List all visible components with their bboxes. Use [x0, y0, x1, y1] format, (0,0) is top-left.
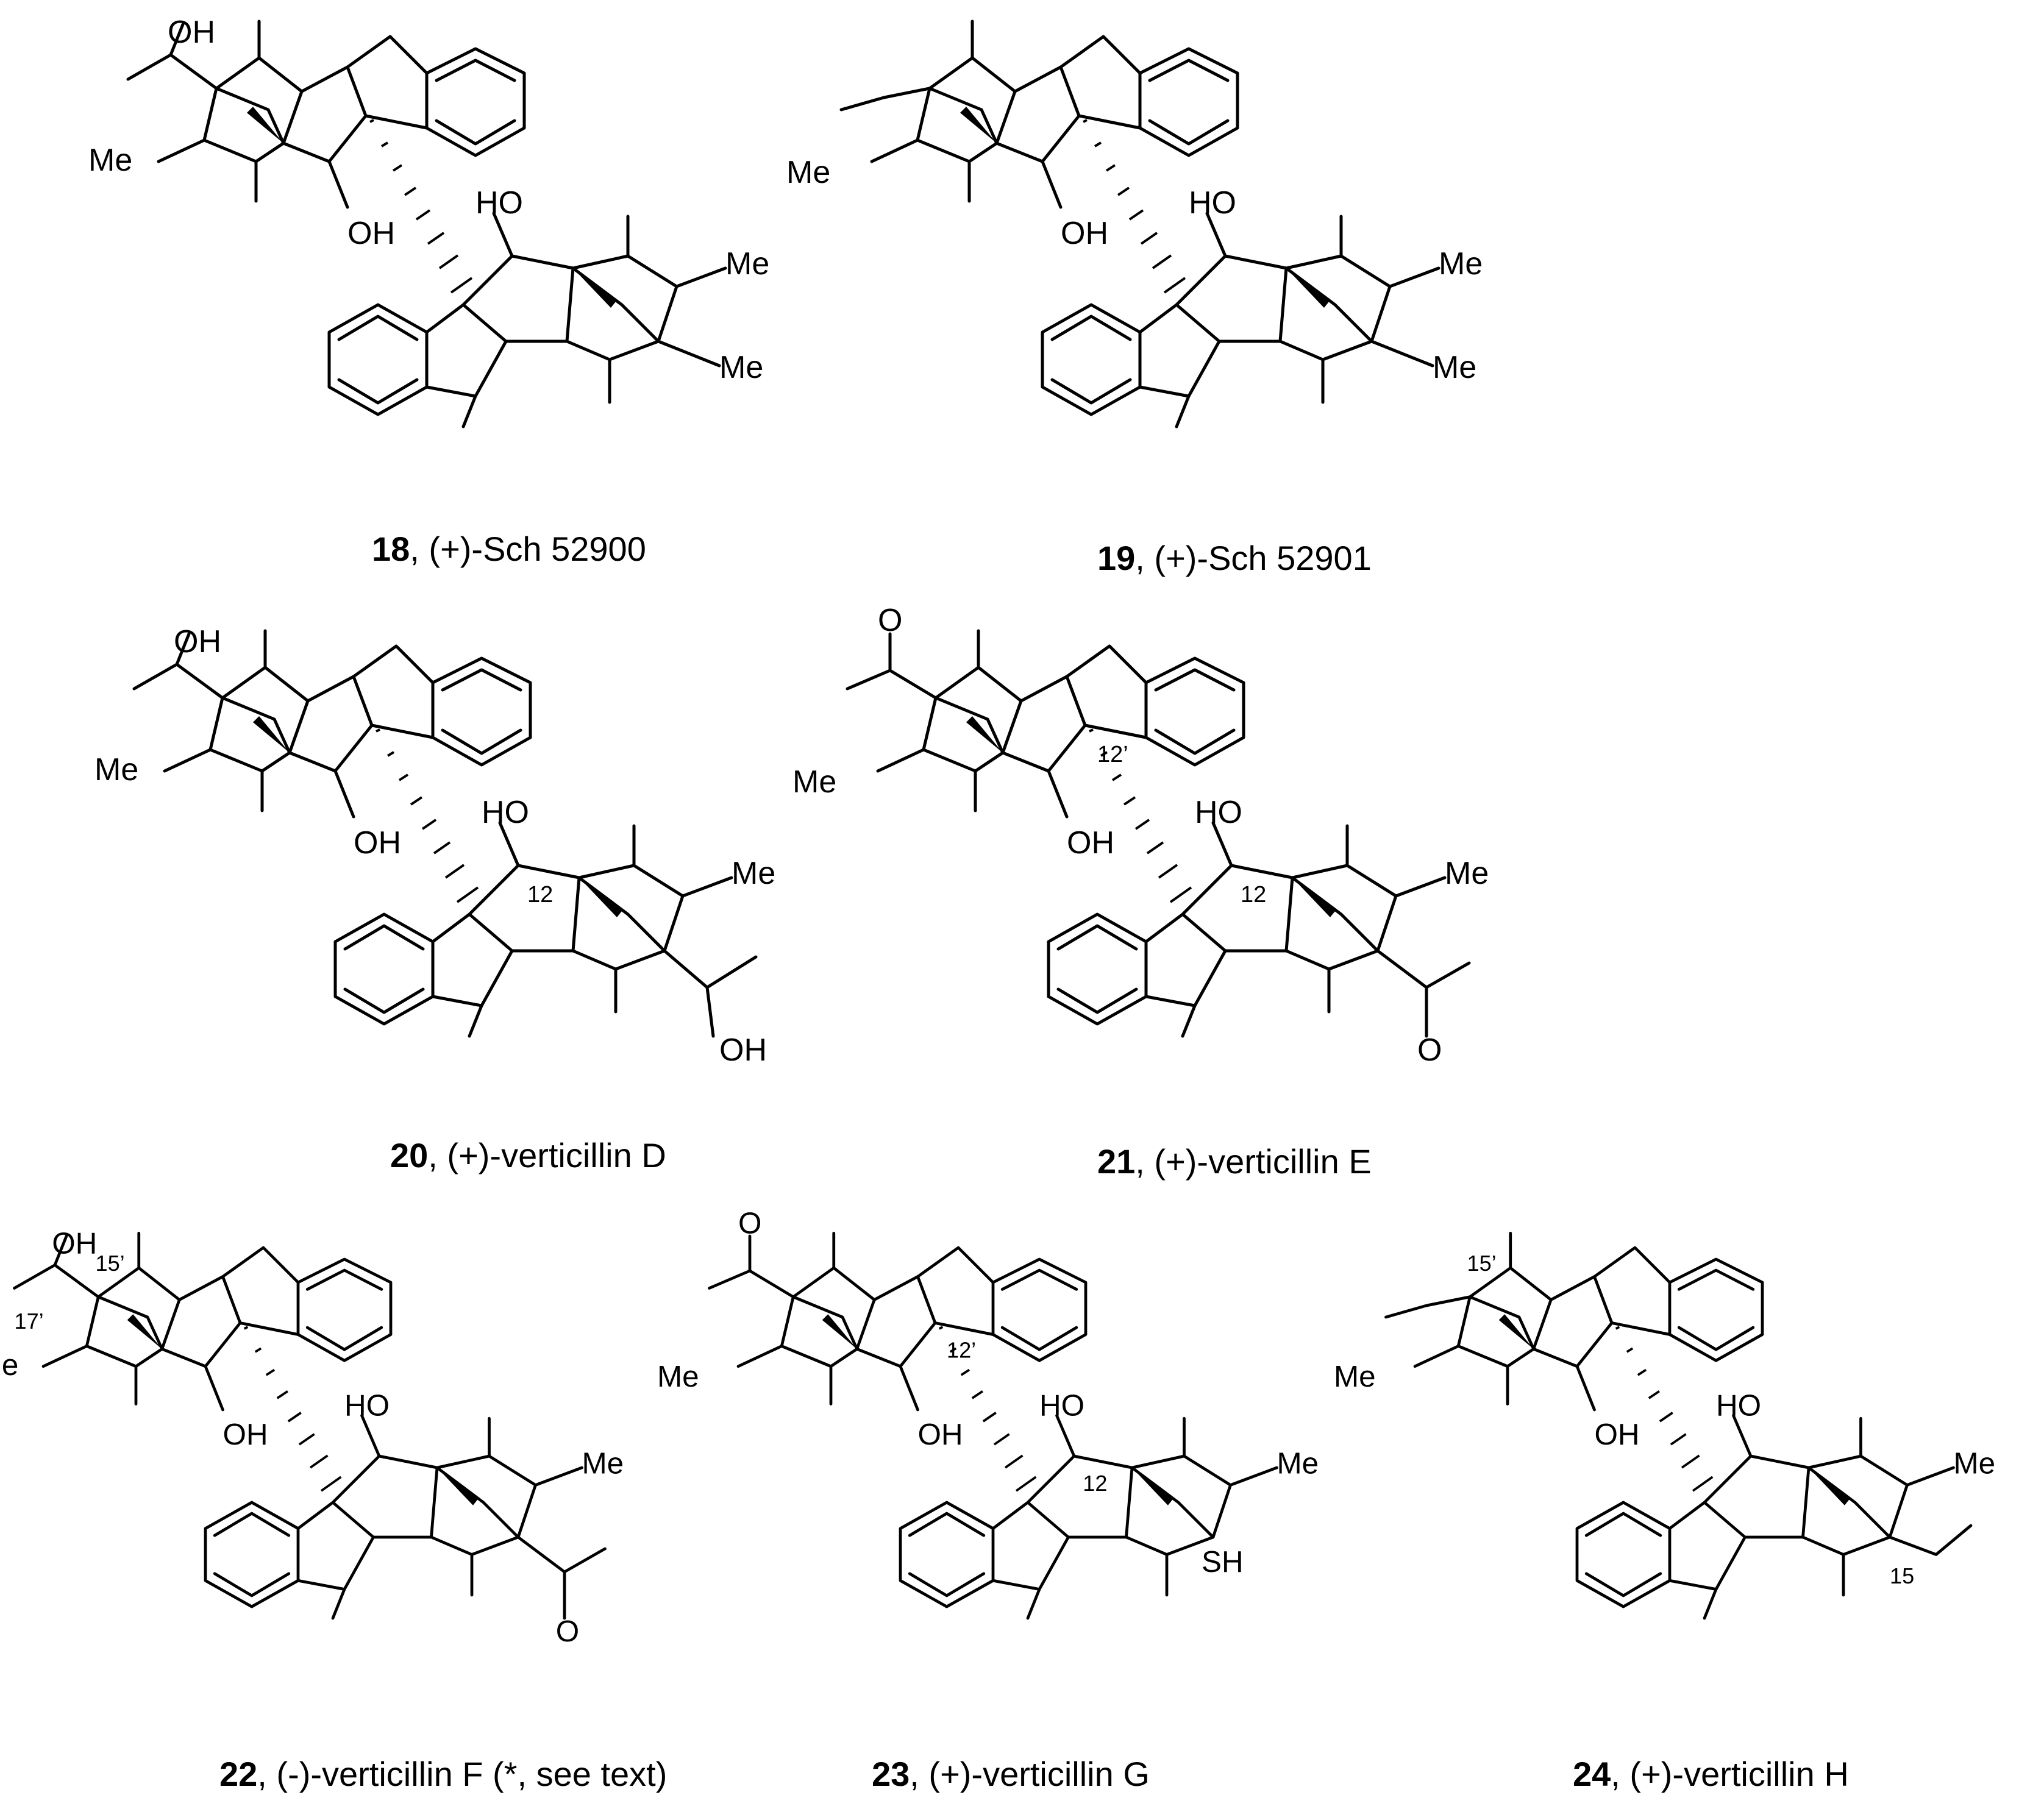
structure-18: OH Me Me Me HO OH — [88, 15, 769, 427]
caption-22: 22, (-)-verticillin F (*, see text) — [219, 1755, 667, 1793]
atom-o-acetyl: O — [556, 1615, 579, 1648]
atom-ho: HO — [482, 795, 529, 830]
atom-oh: OH — [918, 1418, 963, 1451]
atom-oh: OH — [168, 15, 215, 50]
atom-me-3: Me — [1433, 350, 1476, 385]
locant-12p: 12’ — [1097, 742, 1128, 767]
locant-15p: 15’ — [1467, 1251, 1497, 1276]
atom-oh: OH — [1067, 825, 1114, 861]
atom-me-2: Me — [582, 1447, 624, 1480]
atom-ho: HO — [1195, 795, 1242, 830]
atom-me: Me — [792, 764, 836, 800]
atom-me-2: Me — [725, 246, 769, 282]
atom-me: Me — [1334, 1360, 1376, 1393]
atom-o-acetyl: O — [738, 1206, 761, 1240]
atom-oh: OH — [1061, 216, 1108, 251]
atom-me: Me — [657, 1360, 699, 1393]
structure-19: Me Me Me HO OH — [786, 21, 1483, 427]
atom-ho: HO — [475, 185, 523, 221]
caption-18: 18, (+)-Sch 52900 — [372, 530, 646, 568]
atom-me: Me — [786, 155, 830, 190]
atom-ho: HO — [1039, 1389, 1084, 1423]
atom-oh-2: OH — [223, 1418, 268, 1451]
atom-me: Me — [0, 1348, 18, 1382]
atom-me-2: Me — [1445, 856, 1489, 891]
atom-me-3: Me — [719, 350, 763, 385]
structure-21: O Me Me O HO OH 12’ 12 — [792, 603, 1489, 1068]
structure-22: OH Me Me O HO OH 15’ 17’ — [0, 1227, 624, 1649]
structure-23: O Me Me SH HO OH 12’ 12 — [657, 1206, 1319, 1618]
locant-15: 15 — [1890, 1563, 1914, 1588]
atom-me: Me — [88, 143, 132, 178]
locant-12: 12 — [1241, 882, 1266, 908]
structure-24: Me Me HO OH 15’ 15 — [1334, 1233, 1995, 1618]
atom-oh: OH — [1595, 1418, 1640, 1451]
atom-ho: HO — [1716, 1389, 1761, 1423]
locant-12: 12 — [527, 882, 553, 908]
caption-23: 23, (+)-verticillin G — [872, 1755, 1150, 1793]
locant-12p: 12’ — [947, 1338, 976, 1363]
locant-15p: 15’ — [96, 1251, 125, 1276]
atom-oh: OH — [174, 624, 221, 659]
locant-17p: 17’ — [15, 1309, 44, 1334]
atom-ho: HO — [1189, 185, 1236, 221]
caption-19: 19, (+)-Sch 52901 — [1097, 539, 1372, 577]
atom-oh: OH — [52, 1227, 97, 1260]
caption-21: 21, (+)-verticillin E — [1097, 1142, 1372, 1181]
caption-24: 24, (+)-verticillin H — [1573, 1755, 1849, 1793]
atom-o-acetyl-2: O — [1417, 1032, 1442, 1068]
atom-oh-3: OH — [719, 1032, 767, 1068]
structure-20: OH Me Me OH HO OH 12 — [94, 624, 775, 1068]
atom-o-acetyl: O — [878, 603, 902, 638]
atom-me-2: Me — [1277, 1447, 1319, 1480]
atom-oh-2: OH — [347, 216, 395, 251]
atom-me-2: Me — [1954, 1447, 1996, 1480]
atom-oh-2: OH — [354, 825, 401, 861]
atom-sh: SH — [1202, 1545, 1244, 1579]
atom-me: Me — [94, 752, 138, 787]
caption-20: 20, (+)-verticillin D — [390, 1136, 666, 1175]
atom-me-2: Me — [732, 856, 775, 891]
atom-ho: HO — [344, 1389, 390, 1423]
atom-me-2: Me — [1439, 246, 1483, 282]
locant-12: 12 — [1083, 1471, 1107, 1496]
